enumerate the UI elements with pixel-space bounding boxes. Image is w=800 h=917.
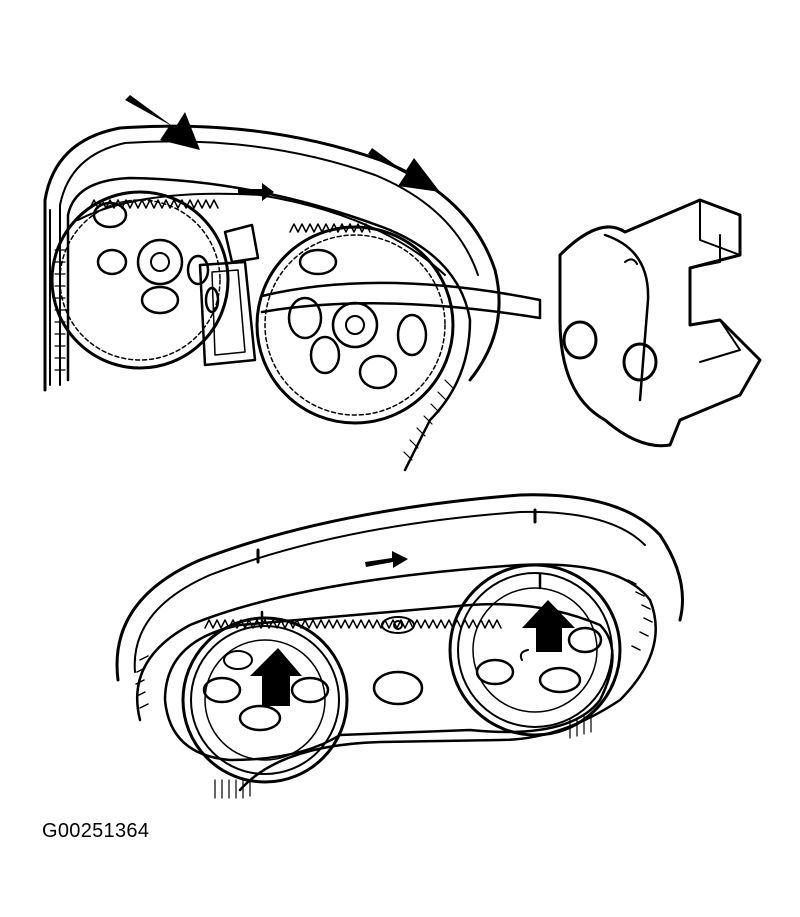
tool-bar xyxy=(260,281,542,320)
arrow-down-right-icon xyxy=(368,148,440,192)
timing-belt xyxy=(66,176,472,472)
top-belt-assembly xyxy=(43,95,542,472)
bottom-right-sprocket xyxy=(448,563,622,737)
arrow-right-icon xyxy=(365,551,408,568)
bottom-belt-teeth xyxy=(204,619,502,629)
bottom-left-sprocket xyxy=(181,616,349,784)
arrow-up-icon xyxy=(522,600,575,652)
timing-cover-outline xyxy=(43,124,501,392)
bottom-belt-assembly xyxy=(115,493,684,799)
camshaft-locking-tool xyxy=(198,223,260,367)
arrow-down-right-icon xyxy=(125,95,200,150)
locking-tool-detail xyxy=(558,198,762,448)
left-camshaft-sprocket xyxy=(50,190,230,370)
figure-id-label: G00251364 xyxy=(42,820,150,842)
arrow-up-icon xyxy=(250,648,302,706)
cover-inner-line xyxy=(59,140,479,386)
cylinder-head-plate xyxy=(163,602,614,762)
right-camshaft-sprocket xyxy=(255,225,455,425)
arrow-right-icon xyxy=(238,183,274,201)
bottom-timing-belt xyxy=(135,563,657,792)
bottom-cover-outline xyxy=(115,493,684,682)
